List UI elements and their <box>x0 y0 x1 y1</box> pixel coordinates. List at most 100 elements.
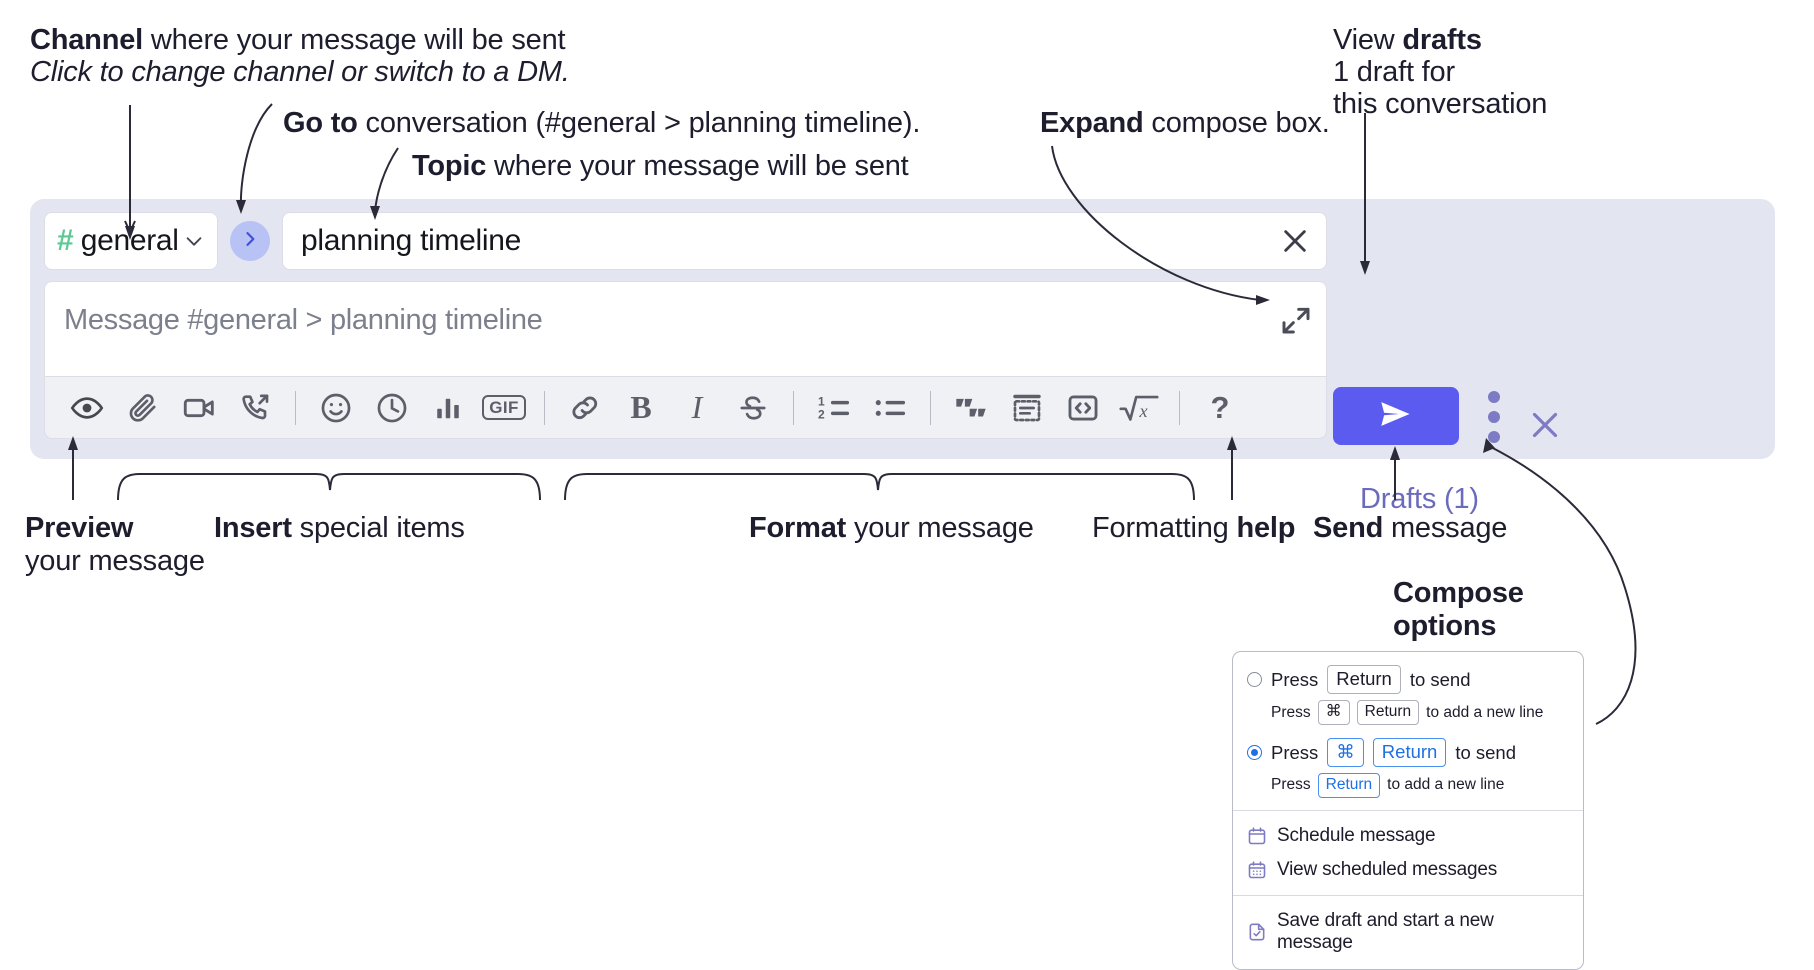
annotation-goto: Go to conversation (#general > planning … <box>283 105 920 142</box>
annotation-topic-bold: Topic <box>412 150 487 182</box>
annotation-expand: Expand compose box. <box>1040 105 1330 142</box>
smiley-icon <box>319 391 353 425</box>
send-shortcut-options: Press Return to send Press ⌘ Return to a… <box>1233 652 1583 810</box>
annotation-channel-line1: Channel where your message will be sent <box>30 22 566 59</box>
bulleted-list-icon <box>872 392 908 424</box>
annotation-help-plain: Formatting <box>1092 512 1237 544</box>
close-icon[interactable] <box>1278 224 1312 258</box>
insert-emoji-button[interactable] <box>308 384 364 432</box>
annotated-compose-diagram: Channel where your message will be sent … <box>25 22 1775 970</box>
key-return: Return <box>1356 700 1420 725</box>
schedule-reminder-button[interactable] <box>364 384 420 432</box>
insert-poll-button[interactable] <box>420 384 476 432</box>
calendar-grid-icon <box>1247 860 1267 880</box>
annotation-preview-line1: Preview <box>25 510 133 547</box>
channel-selector[interactable]: # general <box>44 212 218 270</box>
toolbar-separator <box>930 390 931 425</box>
bold-button[interactable]: B <box>630 389 652 425</box>
ordered-list-icon: 1 2 <box>816 392 852 424</box>
draft-section: Save draft and start a new message <box>1233 896 1583 969</box>
annotation-drafts-bold: drafts <box>1402 24 1482 56</box>
message-input[interactable]: Message #general > planning timeline <box>44 281 1327 377</box>
schedule-section: Schedule message View scheduled messages <box>1233 811 1583 895</box>
send-option-cmd-sub: Press Return to add a new line <box>1233 769 1583 799</box>
compose-options-menu-button[interactable] <box>1482 391 1506 443</box>
quote-icon <box>953 392 989 424</box>
annotation-expand-rest: compose box. <box>1143 107 1330 139</box>
key-return: Return <box>1317 773 1381 798</box>
toolbar-separator <box>295 390 296 425</box>
record-video-clip-button[interactable] <box>171 384 227 432</box>
send-option-cmd-return[interactable]: Press ⌘ Return to send <box>1233 736 1583 769</box>
send-paper-plane-icon <box>1375 393 1417 440</box>
annotation-insert-bold: Insert <box>214 512 292 544</box>
compose-main-column: # general planning timeline <box>44 212 1327 439</box>
annotation-goto-bold: Go to <box>283 107 358 139</box>
link-icon <box>569 392 601 424</box>
formatting-help-button[interactable]: ? <box>1210 389 1230 425</box>
more-vertical-icon <box>1488 431 1500 443</box>
annotation-drafts-line3: this conversation <box>1333 88 1548 120</box>
svg-text:x: x <box>1139 400 1148 420</box>
annotation-format-rest: your message <box>846 512 1034 544</box>
annotation-compose-options-bold2: options <box>1393 610 1497 642</box>
go-to-conversation-button[interactable] <box>230 221 270 261</box>
more-vertical-icon <box>1488 411 1500 423</box>
annotation-topic-rest: where your message will be sent <box>486 150 909 182</box>
gif-icon: GIF <box>482 394 526 421</box>
send-option-return-sub: Press ⌘ Return to add a new line <box>1233 696 1583 727</box>
insert-math-button[interactable]: x <box>1111 384 1167 432</box>
preview-message-button[interactable] <box>59 384 115 432</box>
clock-icon <box>375 391 409 425</box>
menu-item-label: View scheduled messages <box>1277 858 1498 880</box>
sub-tail-label: to add a new line <box>1426 703 1544 721</box>
insert-gif-button[interactable]: GIF <box>476 384 532 432</box>
send-option-return[interactable]: Press Return to send <box>1233 663 1583 696</box>
bulleted-list-button[interactable] <box>862 384 918 432</box>
attach-file-button[interactable] <box>115 384 171 432</box>
document-check-icon <box>1247 922 1267 942</box>
ordered-list-button[interactable]: 1 2 <box>806 384 862 432</box>
drafts-link[interactable]: Drafts (1) <box>1360 483 1479 515</box>
radio-unselected-icon[interactable] <box>1247 672 1262 688</box>
send-message-button[interactable] <box>1333 387 1459 445</box>
formatting-toolbar: GIF B I <box>44 377 1327 439</box>
send-option-return-press: Press <box>1271 668 1319 690</box>
strikethrough-button[interactable] <box>725 384 781 432</box>
annotation-format-bold: Format <box>749 512 847 544</box>
annotation-goto-rest: conversation (#general > planning timeli… <box>357 107 921 139</box>
record-audio-clip-button[interactable] <box>227 384 283 432</box>
more-vertical-icon <box>1488 391 1500 403</box>
menu-item-schedule-message[interactable]: Schedule message <box>1233 819 1583 853</box>
menu-item-save-draft[interactable]: Save draft and start a new message <box>1233 904 1583 960</box>
send-option-cmd-press: Press <box>1271 741 1319 763</box>
insert-link-button[interactable] <box>557 384 613 432</box>
compose-widget: # general planning timeline <box>30 199 1775 515</box>
menu-item-label: Save draft and start a new message <box>1277 909 1494 953</box>
message-placeholder: Message #general > planning timeline <box>64 304 543 336</box>
key-return: Return <box>1327 665 1401 695</box>
phone-forward-icon <box>239 392 271 424</box>
code-block-icon <box>1011 392 1043 424</box>
annotation-insert-rest: special items <box>291 512 465 544</box>
expand-arrows-icon[interactable] <box>1280 304 1312 336</box>
send-option-return-tail: to send <box>1409 668 1471 690</box>
annotation-drafts-line1: View drafts <box>1333 22 1482 59</box>
svg-text:1: 1 <box>818 394 825 408</box>
italic-button[interactable]: I <box>691 389 703 425</box>
chevron-down-icon <box>183 230 205 252</box>
code-snippet-button[interactable] <box>1055 384 1111 432</box>
code-block-button[interactable] <box>999 384 1055 432</box>
blockquote-button[interactable] <box>943 384 999 432</box>
radio-selected-icon[interactable] <box>1247 745 1262 761</box>
menu-item-view-scheduled-messages[interactable]: View scheduled messages <box>1233 853 1583 887</box>
topic-value: planning timeline <box>301 224 522 257</box>
chevron-right-icon <box>240 229 260 254</box>
menu-divider <box>1233 809 1583 811</box>
annotation-drafts-line2: 1 draft for <box>1333 56 1455 88</box>
square-root-x-icon: x <box>1118 391 1160 425</box>
calendar-icon <box>1247 826 1267 846</box>
toolbar-separator <box>1179 390 1180 425</box>
topic-input[interactable]: planning timeline <box>282 212 1327 270</box>
close-compose-button[interactable] <box>1527 407 1563 443</box>
